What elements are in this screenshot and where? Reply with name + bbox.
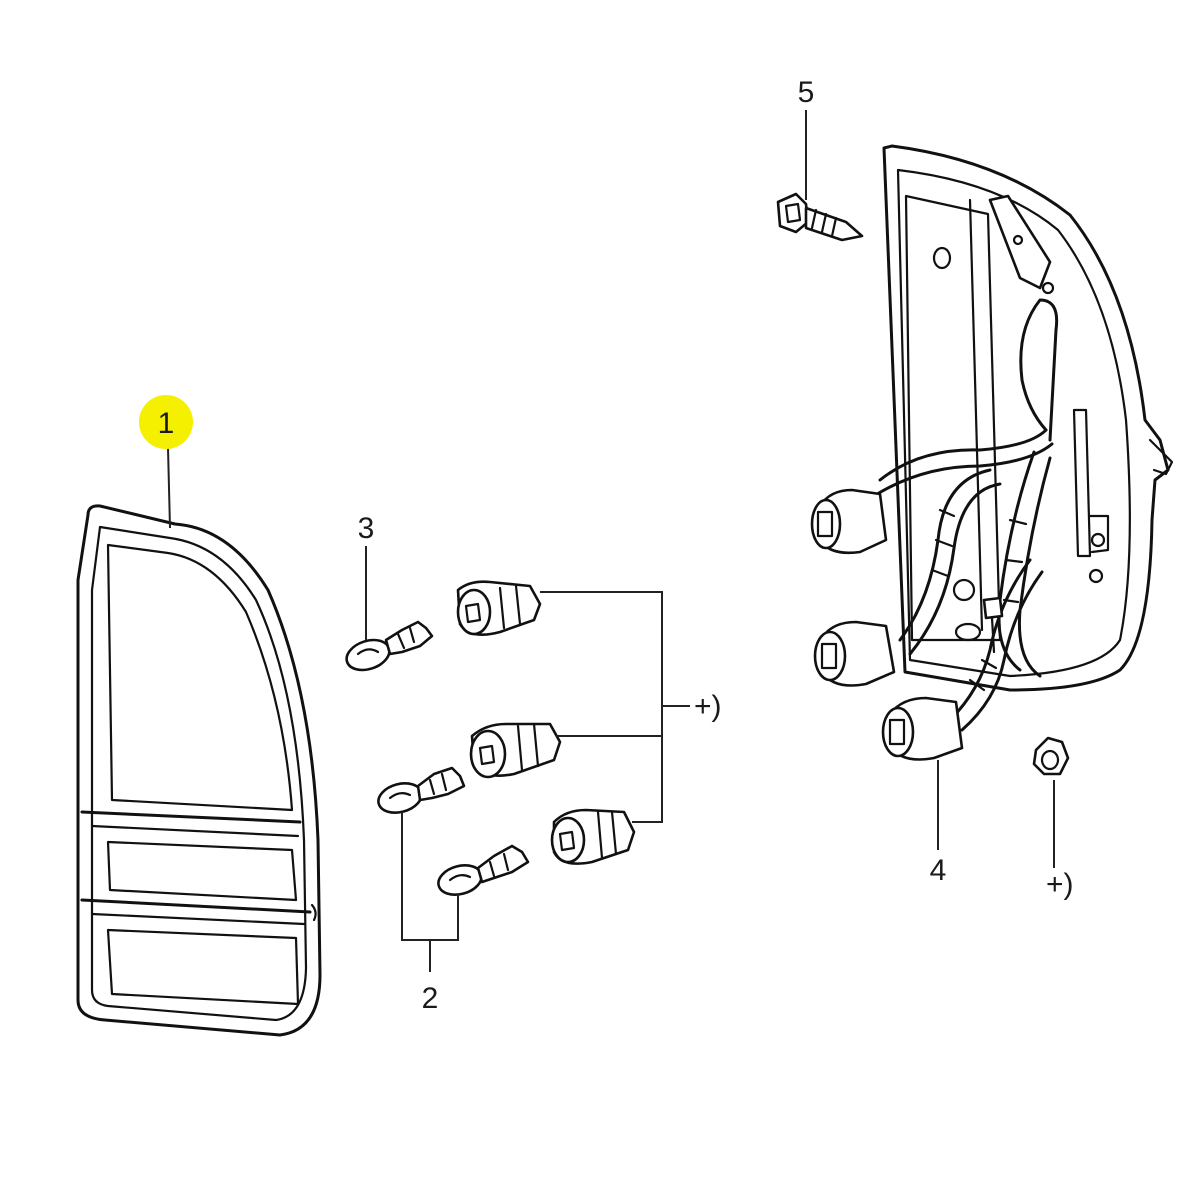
- bulb-bottom[interactable]: [435, 844, 530, 899]
- socket-top[interactable]: [456, 580, 542, 636]
- tail-lamp-lens[interactable]: [76, 504, 322, 1037]
- housing-socket-top[interactable]: [810, 488, 888, 555]
- note-plus-nut: +): [1046, 868, 1074, 901]
- callout-5-label: 5: [798, 76, 815, 109]
- callout-3-label: 3: [358, 512, 375, 545]
- wiring-harness[interactable]: [872, 298, 1059, 732]
- screw[interactable]: [776, 192, 864, 242]
- callout-2-label: 2: [422, 982, 439, 1015]
- socket-group-bracket: [540, 591, 690, 823]
- socket-middle[interactable]: [469, 722, 562, 779]
- callout-2-bracket: [401, 812, 459, 972]
- lamp-housing[interactable]: [882, 144, 1174, 692]
- socket-bottom[interactable]: [550, 808, 636, 865]
- housing-socket-middle[interactable]: [813, 620, 896, 687]
- callout-1-highlight: [139, 395, 193, 449]
- callout-1-leader: [167, 447, 171, 529]
- bulb-middle[interactable]: [375, 766, 466, 817]
- housing-socket-bottom[interactable]: [881, 696, 964, 761]
- callout-1-badge[interactable]: 1: [139, 395, 193, 449]
- callout-4-label: 4: [930, 854, 947, 887]
- nut[interactable]: [1032, 736, 1070, 776]
- bulb-top[interactable]: [343, 620, 434, 675]
- note-plus-sockets: +): [694, 690, 722, 723]
- callout-1-label: 1: [158, 407, 175, 440]
